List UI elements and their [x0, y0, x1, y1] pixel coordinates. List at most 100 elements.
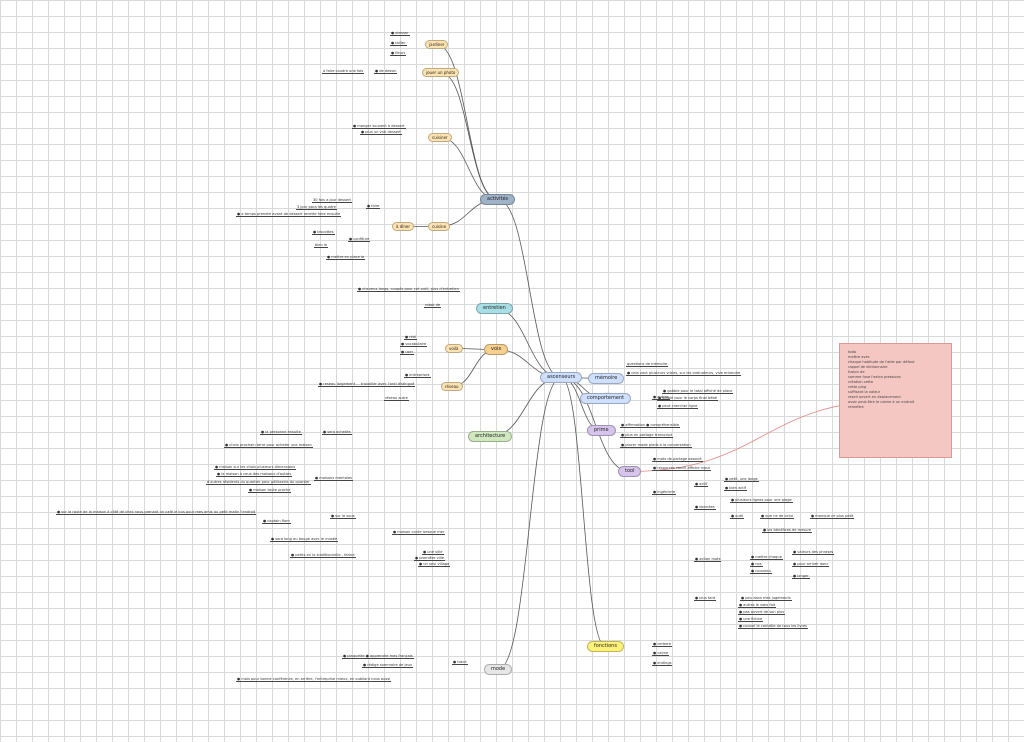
subtopic-a-diner[interactable]: à dîner — [392, 222, 415, 231]
topic-node-memoire[interactable]: mémoire — [588, 373, 625, 384]
topic-node-entretien[interactable]: entretien — [476, 303, 513, 314]
leaf-node[interactable]: bien le — [314, 243, 329, 248]
subtopic-cuisine[interactable]: cuisine — [428, 222, 451, 231]
leaf-node[interactable]: ● nouvel le contrôle de tous les livres — [738, 624, 809, 629]
leaf-node[interactable]: ● mettre chaque — [750, 555, 783, 560]
subtopic-voila[interactable]: voilà — [445, 344, 463, 353]
leaf-node[interactable]: ● sur le sous — [330, 514, 356, 519]
topic-node-tool[interactable]: tool — [618, 466, 642, 477]
leaf-node[interactable]: ● cela vaut plusieurs vraies, sur les or… — [626, 371, 742, 376]
leaf-node[interactable]: ● nos — [750, 562, 763, 567]
leaf-node[interactable]: 30 fois a jour dessert — [312, 198, 352, 203]
leaf-node[interactable]: ● placer mode pieds à la conversation — [620, 443, 692, 448]
leaf-node[interactable]: ● maison conte lorsque mer — [392, 530, 446, 535]
subtopic-jouer[interactable]: jouer un photo — [422, 68, 460, 77]
leaf-node[interactable]: ● petit, une longe — [724, 477, 759, 482]
leaf-node[interactable]: ● une ville — [422, 550, 444, 555]
leaf-node[interactable]: ● la personne ensuite — [260, 430, 302, 435]
leaf-node[interactable]: ● peu dans mes jugements — [740, 596, 792, 601]
leaf-node[interactable]: ● outil — [730, 514, 745, 519]
leaf-node[interactable]: d'autres résidents du quartier pour pâti… — [206, 480, 311, 485]
topic-node-activites[interactable]: activités — [480, 194, 516, 205]
central-node[interactable]: ascenseurs — [540, 372, 583, 383]
leaf-node[interactable]: ● données — [694, 505, 716, 510]
leaf-node[interactable]: questions de mémoire — [626, 362, 669, 367]
leaf-node[interactable]: ● plusieurs lignes pour une plage — [730, 498, 793, 503]
leaf-node[interactable]: ● plaquette ● apprendre mes français — [342, 654, 414, 659]
topic-node-comportement[interactable]: comportement — [580, 393, 632, 404]
leaf-node[interactable]: ● nouveau — [750, 569, 772, 574]
sticky-note[interactable]: todo mettre avec chaque habitude de l'ai… — [839, 343, 952, 458]
leaf-node[interactable]: ● biscottes — [312, 230, 335, 235]
leaf-node[interactable]: ● un seul village — [418, 562, 451, 567]
leaf-node[interactable]: ● les bénéfices de mesure — [762, 528, 813, 533]
leaf-node[interactable]: ● maison sur les choix plusieurs dimensi… — [214, 465, 297, 470]
leaf-node[interactable]: ● mots de partage associé — [652, 457, 703, 462]
topic-node-voix[interactable]: voix — [484, 344, 509, 355]
topic-node-fonctions[interactable]: fonctions — [587, 641, 624, 652]
leaf-node[interactable]: ● la maison à ceux des maisons d'autres — [216, 472, 293, 477]
leaf-node[interactable]: ● tailler — [390, 41, 407, 46]
leaf-node[interactable]: ● plus un vrai dessert — [360, 130, 402, 135]
leaf-node[interactable]: ● sur la route de la maison à côté de ch… — [56, 510, 257, 515]
leaf-node[interactable]: ● sera achetée — [322, 430, 352, 435]
leaf-node[interactable]: ● manger souvent à dessert — [352, 124, 406, 129]
subtopic-cuisiner[interactable]: cuisiner — [428, 133, 452, 142]
leaf-node[interactable]: à faire coudre une fois — [322, 69, 365, 74]
leaf-node[interactable]: ● stable pour le corps final bébé — [657, 396, 718, 401]
leaf-node[interactable]: ● cerbere — [652, 642, 673, 647]
leaf-node[interactable]: ● trace — [452, 660, 468, 665]
leaf-node[interactable]: ● rédi — [404, 335, 418, 340]
leaf-node[interactable]: ● longer — [792, 574, 810, 579]
leaf-node[interactable]: ● peut chercher ligne — [657, 404, 699, 409]
leaf-node[interactable]: robot de — [424, 303, 442, 308]
leaf-node[interactable]: ● entreprises — [404, 373, 431, 378]
leaf-node[interactable]: ● plus tard — [694, 596, 717, 601]
leaf-node[interactable]: ● maison toute proche — [248, 488, 292, 493]
leaf-node[interactable]: ● a temps prendre avant de dessert recet… — [236, 212, 342, 217]
leaf-node[interactable]: ● vocabulaire — [400, 342, 428, 347]
leaf-node[interactable]: réseau autre — [384, 396, 409, 401]
subtopic-jardiner[interactable]: jardiner — [425, 40, 449, 49]
topic-node-mode[interactable]: mode — [484, 664, 513, 675]
leaf-node[interactable]: ● petits en la traditionnelle - farine — [290, 553, 356, 558]
leaf-node[interactable]: ● fleurs — [390, 51, 407, 56]
leaf-node[interactable]: ● une fictive — [738, 617, 764, 622]
leaf-node[interactable]: ● mettre en place le — [326, 255, 366, 260]
leaf-node[interactable]: ● autres — [652, 395, 670, 400]
leaf-node[interactable]: ● gabbie pour le total affiché de place — [662, 389, 734, 394]
leaf-node[interactable]: ● ingénierie — [652, 490, 677, 495]
leaf-node[interactable]: ● plus en partage transcript — [620, 433, 674, 438]
leaf-node[interactable]: ● pas ouvert de son plus — [738, 610, 786, 615]
leaf-node[interactable]: ● cheveux longs, coupés pour cet outil, … — [357, 287, 461, 292]
leaf-node[interactable]: ● de dessin — [374, 69, 398, 74]
leaf-node[interactable]: ● dresser — [390, 31, 410, 36]
topic-node-prime[interactable]: prime — [587, 425, 616, 436]
leaf-node[interactable]: ● manque ce plus petit — [810, 514, 855, 519]
leaf-node[interactable]: ● faire — [366, 204, 381, 209]
leaf-node[interactable]: ● endings — [652, 661, 673, 666]
leaf-node[interactable]: ● bien actif — [724, 486, 748, 491]
leaf-node[interactable]: 3 jour para les quatre — [296, 205, 337, 210]
topic-node-architecture[interactable]: architecture — [468, 431, 513, 442]
leaf-node[interactable]: ● confiture — [348, 237, 371, 242]
leaf-node[interactable]: ● affirmation ● compréhensible — [620, 423, 681, 428]
leaf-node[interactable]: ● captain flam — [262, 519, 291, 524]
leaf-node[interactable]: ● mais pour bonne conférence, en arrière… — [236, 677, 392, 682]
leaf-node[interactable]: ● première ville — [414, 556, 445, 561]
leaf-node[interactable]: ● actif — [694, 482, 709, 487]
leaf-node[interactable]: ● que ne de celui — [760, 514, 794, 519]
leaf-node[interactable]: ● action mots — [694, 557, 722, 562]
leaf-node[interactable]: ● reseau largement ... travailler avec l… — [318, 382, 416, 387]
leaf-node[interactable]: ● sera long au bouge avec le musée — [270, 537, 339, 542]
leaf-node[interactable]: ● calme — [652, 651, 670, 656]
leaf-node[interactable]: ● maisons mentales — [314, 476, 354, 481]
leaf-node[interactable]: ● user — [400, 350, 415, 355]
leaf-node[interactable]: ● autres le vœu fait — [738, 603, 777, 608]
subtopic-reseau[interactable]: réseau — [441, 382, 463, 391]
leaf-node[interactable]: ● choix prochain terre pour acheter une … — [224, 443, 313, 448]
leaf-node[interactable]: ● valeurs des phrases — [792, 550, 835, 555]
leaf-node[interactable]: ● pour arriver donc — [792, 562, 830, 567]
leaf-node[interactable]: ● resources concil affiche input — [652, 466, 711, 471]
